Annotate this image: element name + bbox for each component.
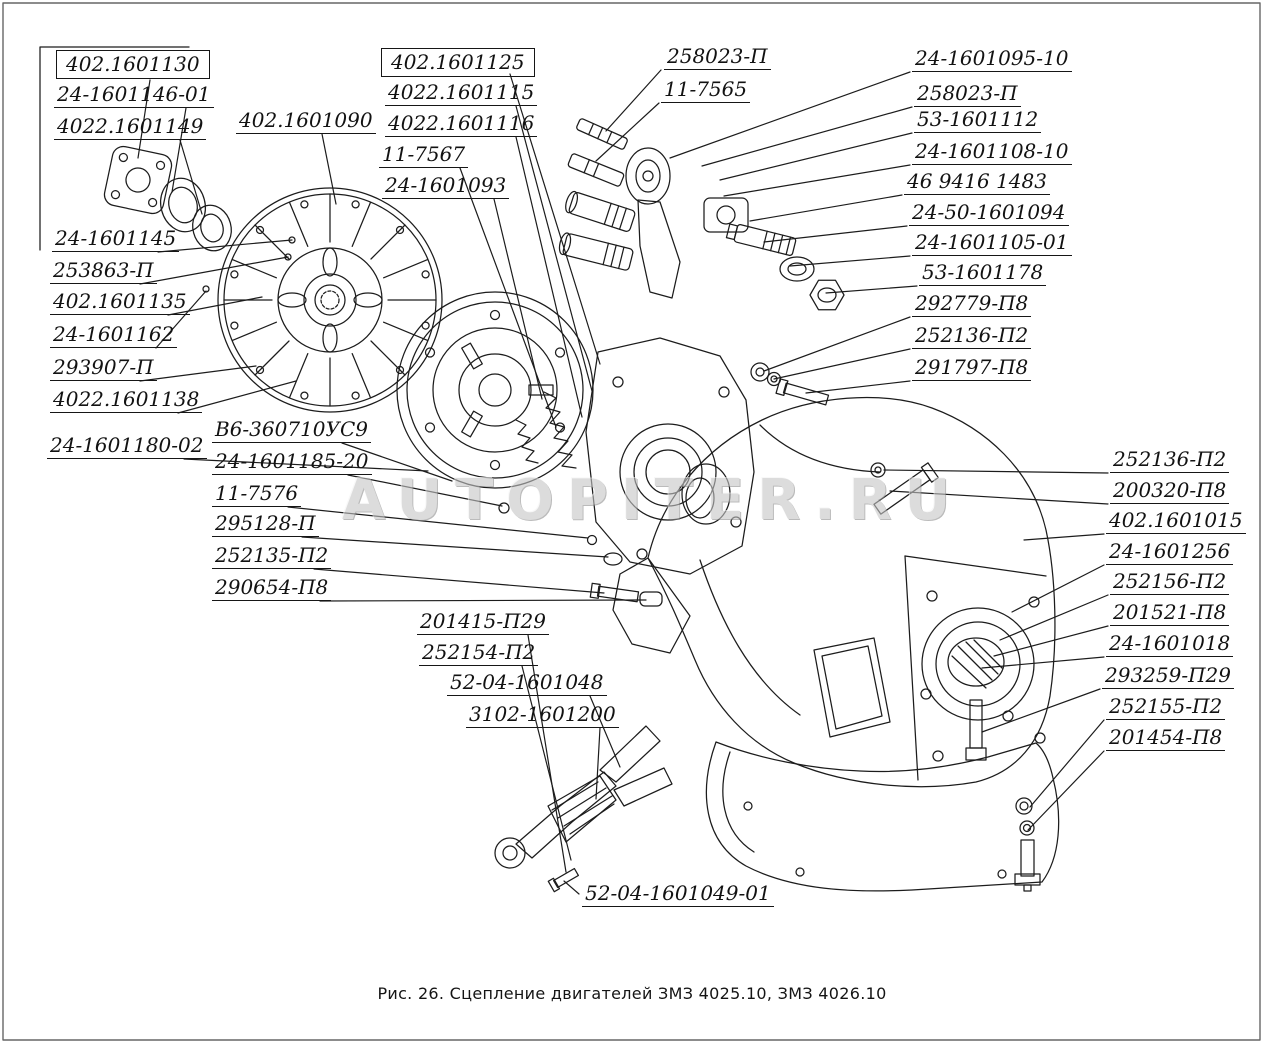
pins-and-bolts-top	[558, 118, 636, 271]
part-label: 293259-П29	[1102, 665, 1234, 689]
part-label: 52-04-1601048	[447, 672, 607, 696]
part-label: 201454-П8	[1106, 727, 1226, 751]
clevis-and-coupling	[703, 197, 845, 311]
part-label: 252136-П2	[1110, 449, 1230, 473]
part-label: 201415-П29	[417, 611, 549, 635]
part-label: 258023-П	[664, 46, 771, 70]
front-bearing-retainer	[585, 337, 755, 575]
part-label: 402.1601130	[56, 50, 210, 79]
bottom-cover	[705, 741, 1060, 892]
part-label: 24-1601180-02	[47, 435, 207, 459]
retainer-plate-and-seals	[103, 145, 232, 252]
part-label: 402.1601135	[50, 291, 190, 315]
part-label: 24-1601256	[1106, 541, 1234, 565]
part-label: 24-1601093	[382, 175, 510, 199]
part-label: 52-04-1601049-01	[582, 883, 774, 907]
part-label: 24-1601018	[1106, 633, 1234, 657]
part-label: 4022.1601138	[50, 389, 203, 413]
part-label: 293907-П	[50, 357, 157, 381]
part-label: 24-1601095-10	[912, 48, 1072, 72]
part-label: 11-7565	[661, 79, 751, 103]
part-label: 46 9416 1483	[904, 171, 1050, 195]
clutch-fork	[494, 725, 673, 893]
part-label: 402.1601125	[381, 48, 535, 77]
clutch-disc	[202, 187, 443, 413]
part-label: 24-1601105-01	[912, 232, 1072, 256]
part-label: 402.1601090	[236, 110, 376, 134]
part-label: 53-1601112	[914, 109, 1042, 133]
part-label: 290654-П8	[212, 577, 332, 601]
part-label: 253863-П	[50, 260, 157, 284]
part-label: 3102-1601200	[466, 704, 619, 728]
part-label: 291797-П8	[912, 357, 1032, 381]
part-label: 11-7567	[379, 144, 469, 168]
release-springs	[515, 391, 623, 566]
part-label: В6-360710УС9	[212, 419, 372, 443]
part-label: 252155-П2	[1106, 696, 1226, 720]
part-label: 4022.1601149	[54, 116, 207, 140]
part-label: 252154-П2	[419, 642, 539, 666]
part-label: 53-1601178	[919, 262, 1047, 286]
figure-caption: Рис. 26. Сцепление двигателей ЗМЗ 4025.1…	[377, 984, 887, 1003]
part-label: 201521-П8	[1110, 602, 1230, 626]
release-lever	[625, 147, 681, 299]
bellhousing	[612, 396, 1056, 788]
pressure-plate	[396, 291, 594, 514]
part-label: 295128-П	[212, 513, 319, 537]
part-label: 4022.1601116	[385, 113, 538, 137]
part-label: 252136-П2	[912, 325, 1032, 349]
part-label: 24-1601185-20	[212, 451, 372, 475]
part-label: 11-7576	[212, 483, 302, 507]
part-label: 402.1601015	[1106, 510, 1246, 534]
leader-lines	[137, 69, 1109, 895]
part-label: 24-1601108-10	[912, 141, 1072, 165]
center-washers-bolt	[589, 362, 830, 607]
part-label: 252135-П2	[212, 545, 332, 569]
part-label: 252156-П2	[1110, 571, 1230, 595]
part-label: 258023-П	[914, 83, 1021, 107]
part-label: 4022.1601115	[385, 82, 538, 106]
part-label: 292779-П8	[912, 293, 1032, 317]
part-label: 24-1601162	[50, 324, 178, 348]
part-label: 200320-П8	[1110, 480, 1230, 504]
part-label: 24-1601146-01	[54, 84, 214, 108]
part-label: 24-1601145	[52, 228, 180, 252]
part-label: 24-50-1601094	[909, 202, 1069, 226]
